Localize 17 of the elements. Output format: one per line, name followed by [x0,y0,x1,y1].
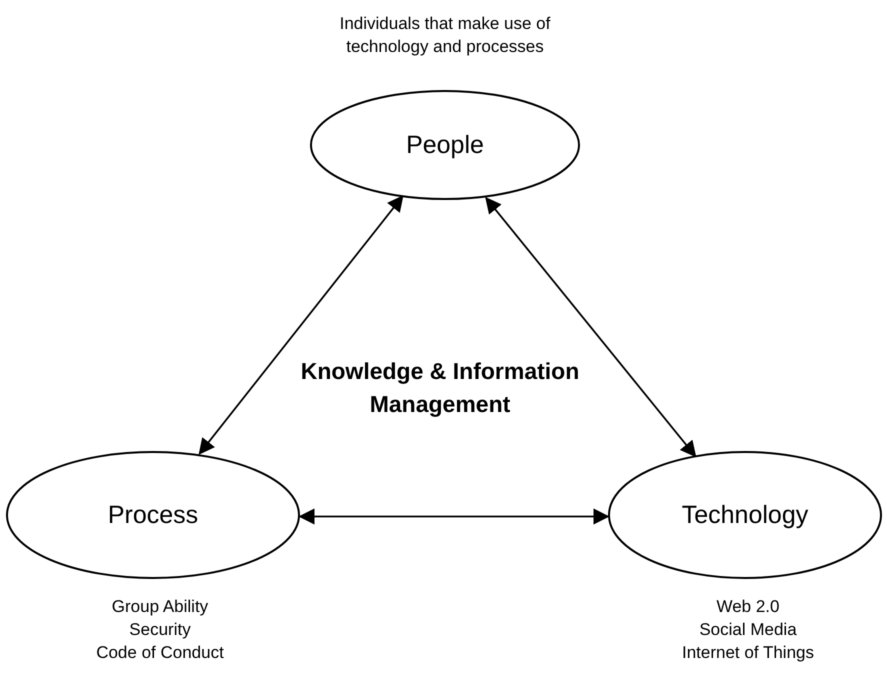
node-caption: Security [128,619,192,641]
ellipse-node [608,451,882,579]
double-arrow [485,196,696,458]
ellipse-node [310,90,580,200]
node-label: Technology [682,500,808,530]
node-caption: Web 2.0 [715,596,780,618]
double-arrow [198,195,404,455]
ellipse-node [6,451,300,579]
node-caption: Code of Conduct [95,642,225,664]
node-label: People [406,130,484,160]
center-title: Knowledge & Information Management [300,357,580,419]
node-caption: Social Media [698,619,798,641]
double-arrow [298,508,610,525]
node-caption: Group Ability [110,596,210,618]
node-caption: Individuals that make use of technology and processes [338,13,552,58]
node-caption: Internet of Things [681,642,815,664]
node-label: Process [108,500,198,530]
